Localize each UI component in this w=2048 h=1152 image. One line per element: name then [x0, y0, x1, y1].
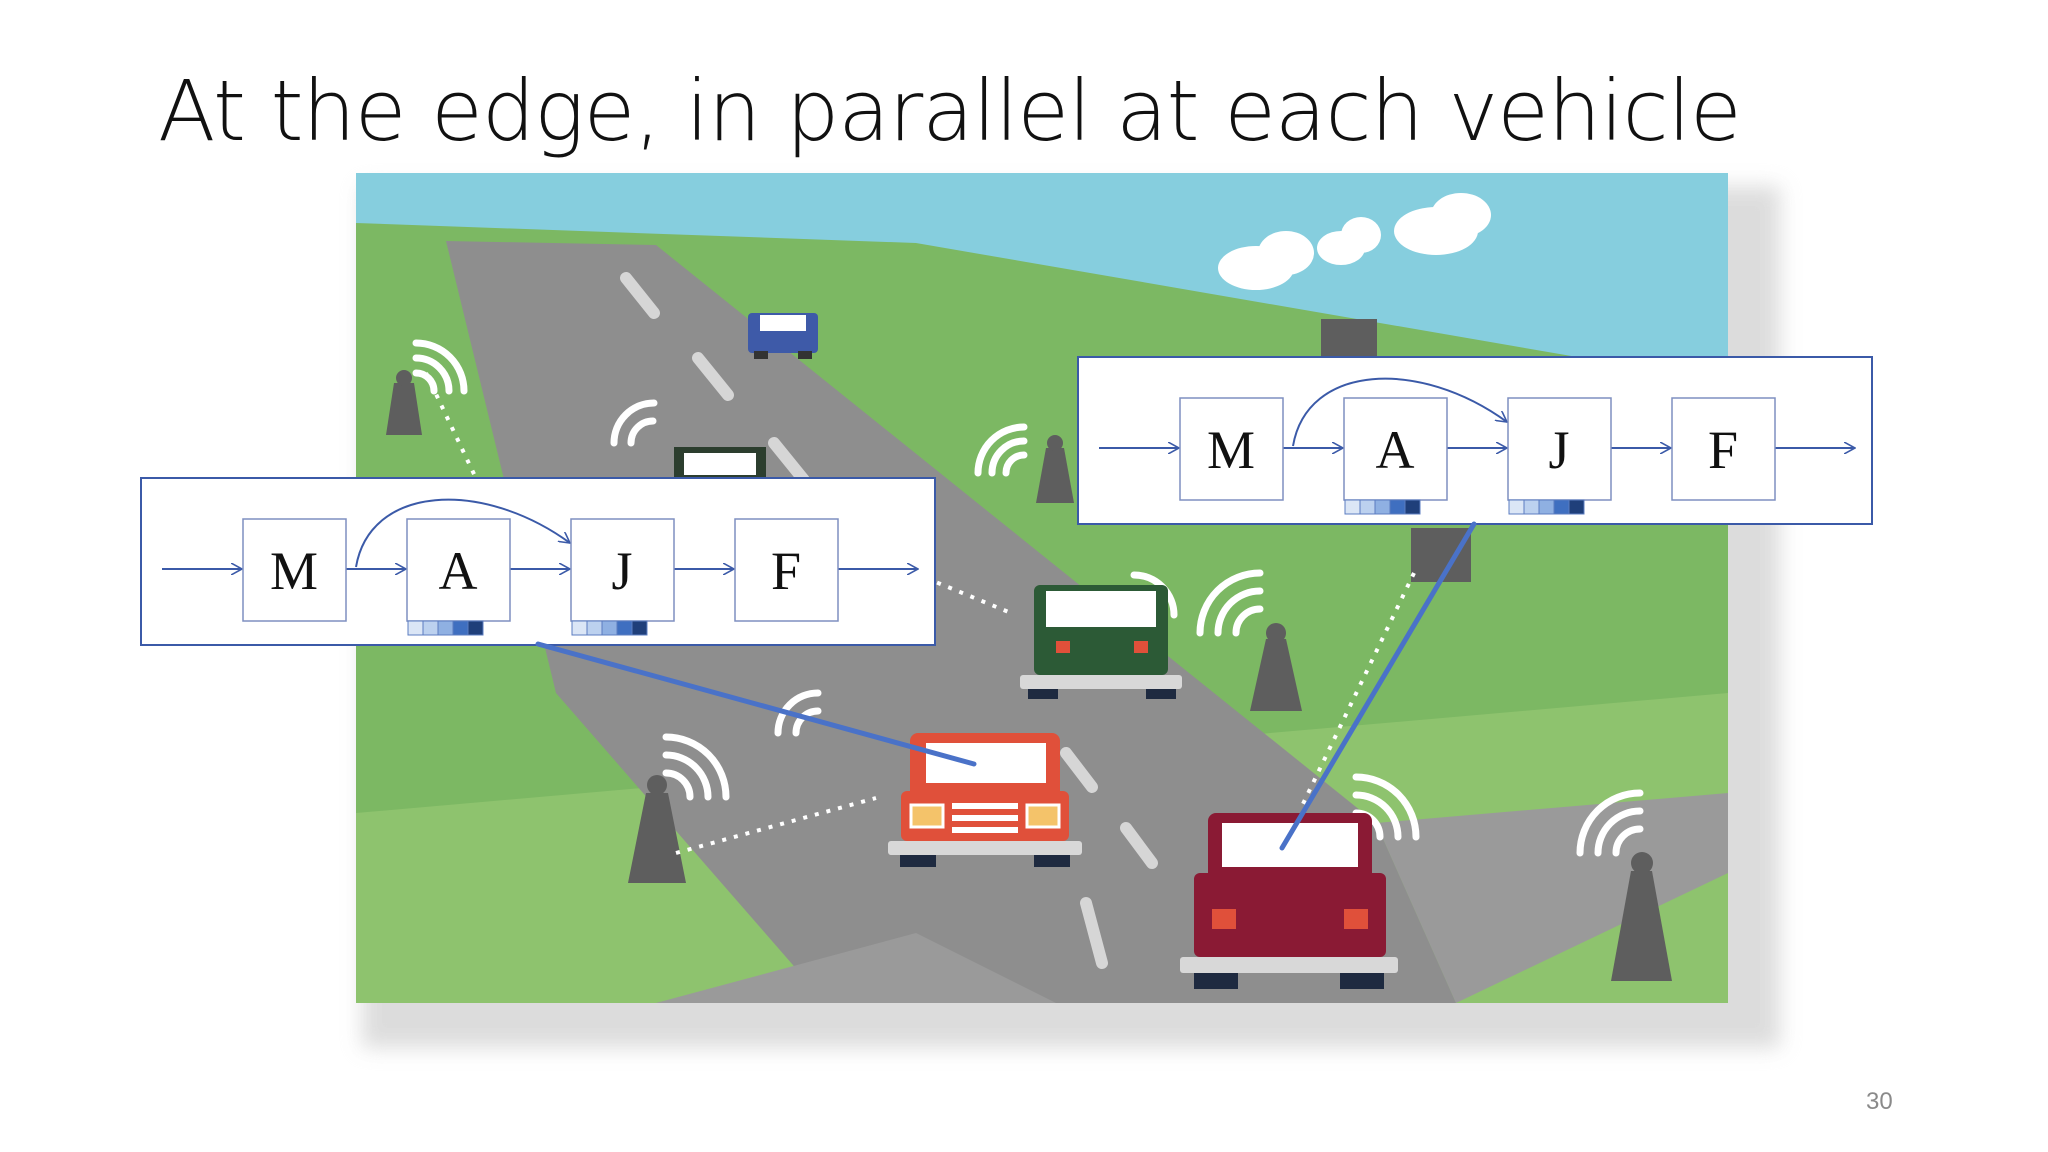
operator-box-m — [1179, 397, 1284, 501]
operator-box-a — [406, 518, 511, 622]
car-red — [888, 733, 1082, 867]
operator-label-f: F — [1708, 420, 1738, 480]
vehicular-edge-scene — [356, 173, 1728, 1003]
car-blue — [748, 313, 818, 359]
pipeline-right: M A J F — [1077, 356, 1873, 525]
pipeline-left-edges — [162, 498, 918, 569]
car-maroon — [1180, 813, 1398, 989]
page-number: 30 — [1866, 1088, 1893, 1115]
operator-label-m: M — [270, 541, 318, 601]
building-2 — [1411, 528, 1471, 582]
slide-title: At the edge, in parallel at each vehicle — [158, 62, 1742, 160]
operator-label-j: J — [1548, 420, 1569, 480]
operator-box-j — [1507, 397, 1612, 501]
queue-buffer-a — [1344, 499, 1421, 515]
operator-box-f — [734, 518, 839, 622]
pipeline-left: M A J F — [140, 477, 936, 646]
operator-label-m: M — [1207, 420, 1255, 480]
queue-buffer-j — [571, 620, 648, 636]
operator-label-a: A — [439, 541, 478, 601]
road-lower — [656, 933, 1056, 1003]
operator-label-j: J — [611, 541, 632, 601]
queue-buffer-a — [407, 620, 484, 636]
car-dark-hidden — [674, 447, 766, 477]
operator-label-f: F — [771, 541, 801, 601]
pipeline-right-graph: M A J F — [1099, 377, 1875, 515]
pipeline-left-graph: M A J F — [162, 498, 938, 636]
clouds — [1218, 193, 1491, 290]
pipeline-right-edges — [1099, 377, 1855, 448]
operator-box-m — [242, 518, 347, 622]
operator-box-a — [1343, 397, 1448, 501]
operator-label-a: A — [1376, 420, 1415, 480]
road — [446, 241, 1456, 1003]
scene-illustration — [356, 173, 1728, 1003]
queue-buffer-j — [1508, 499, 1585, 515]
operator-box-f — [1671, 397, 1776, 501]
car-green — [1020, 585, 1182, 699]
